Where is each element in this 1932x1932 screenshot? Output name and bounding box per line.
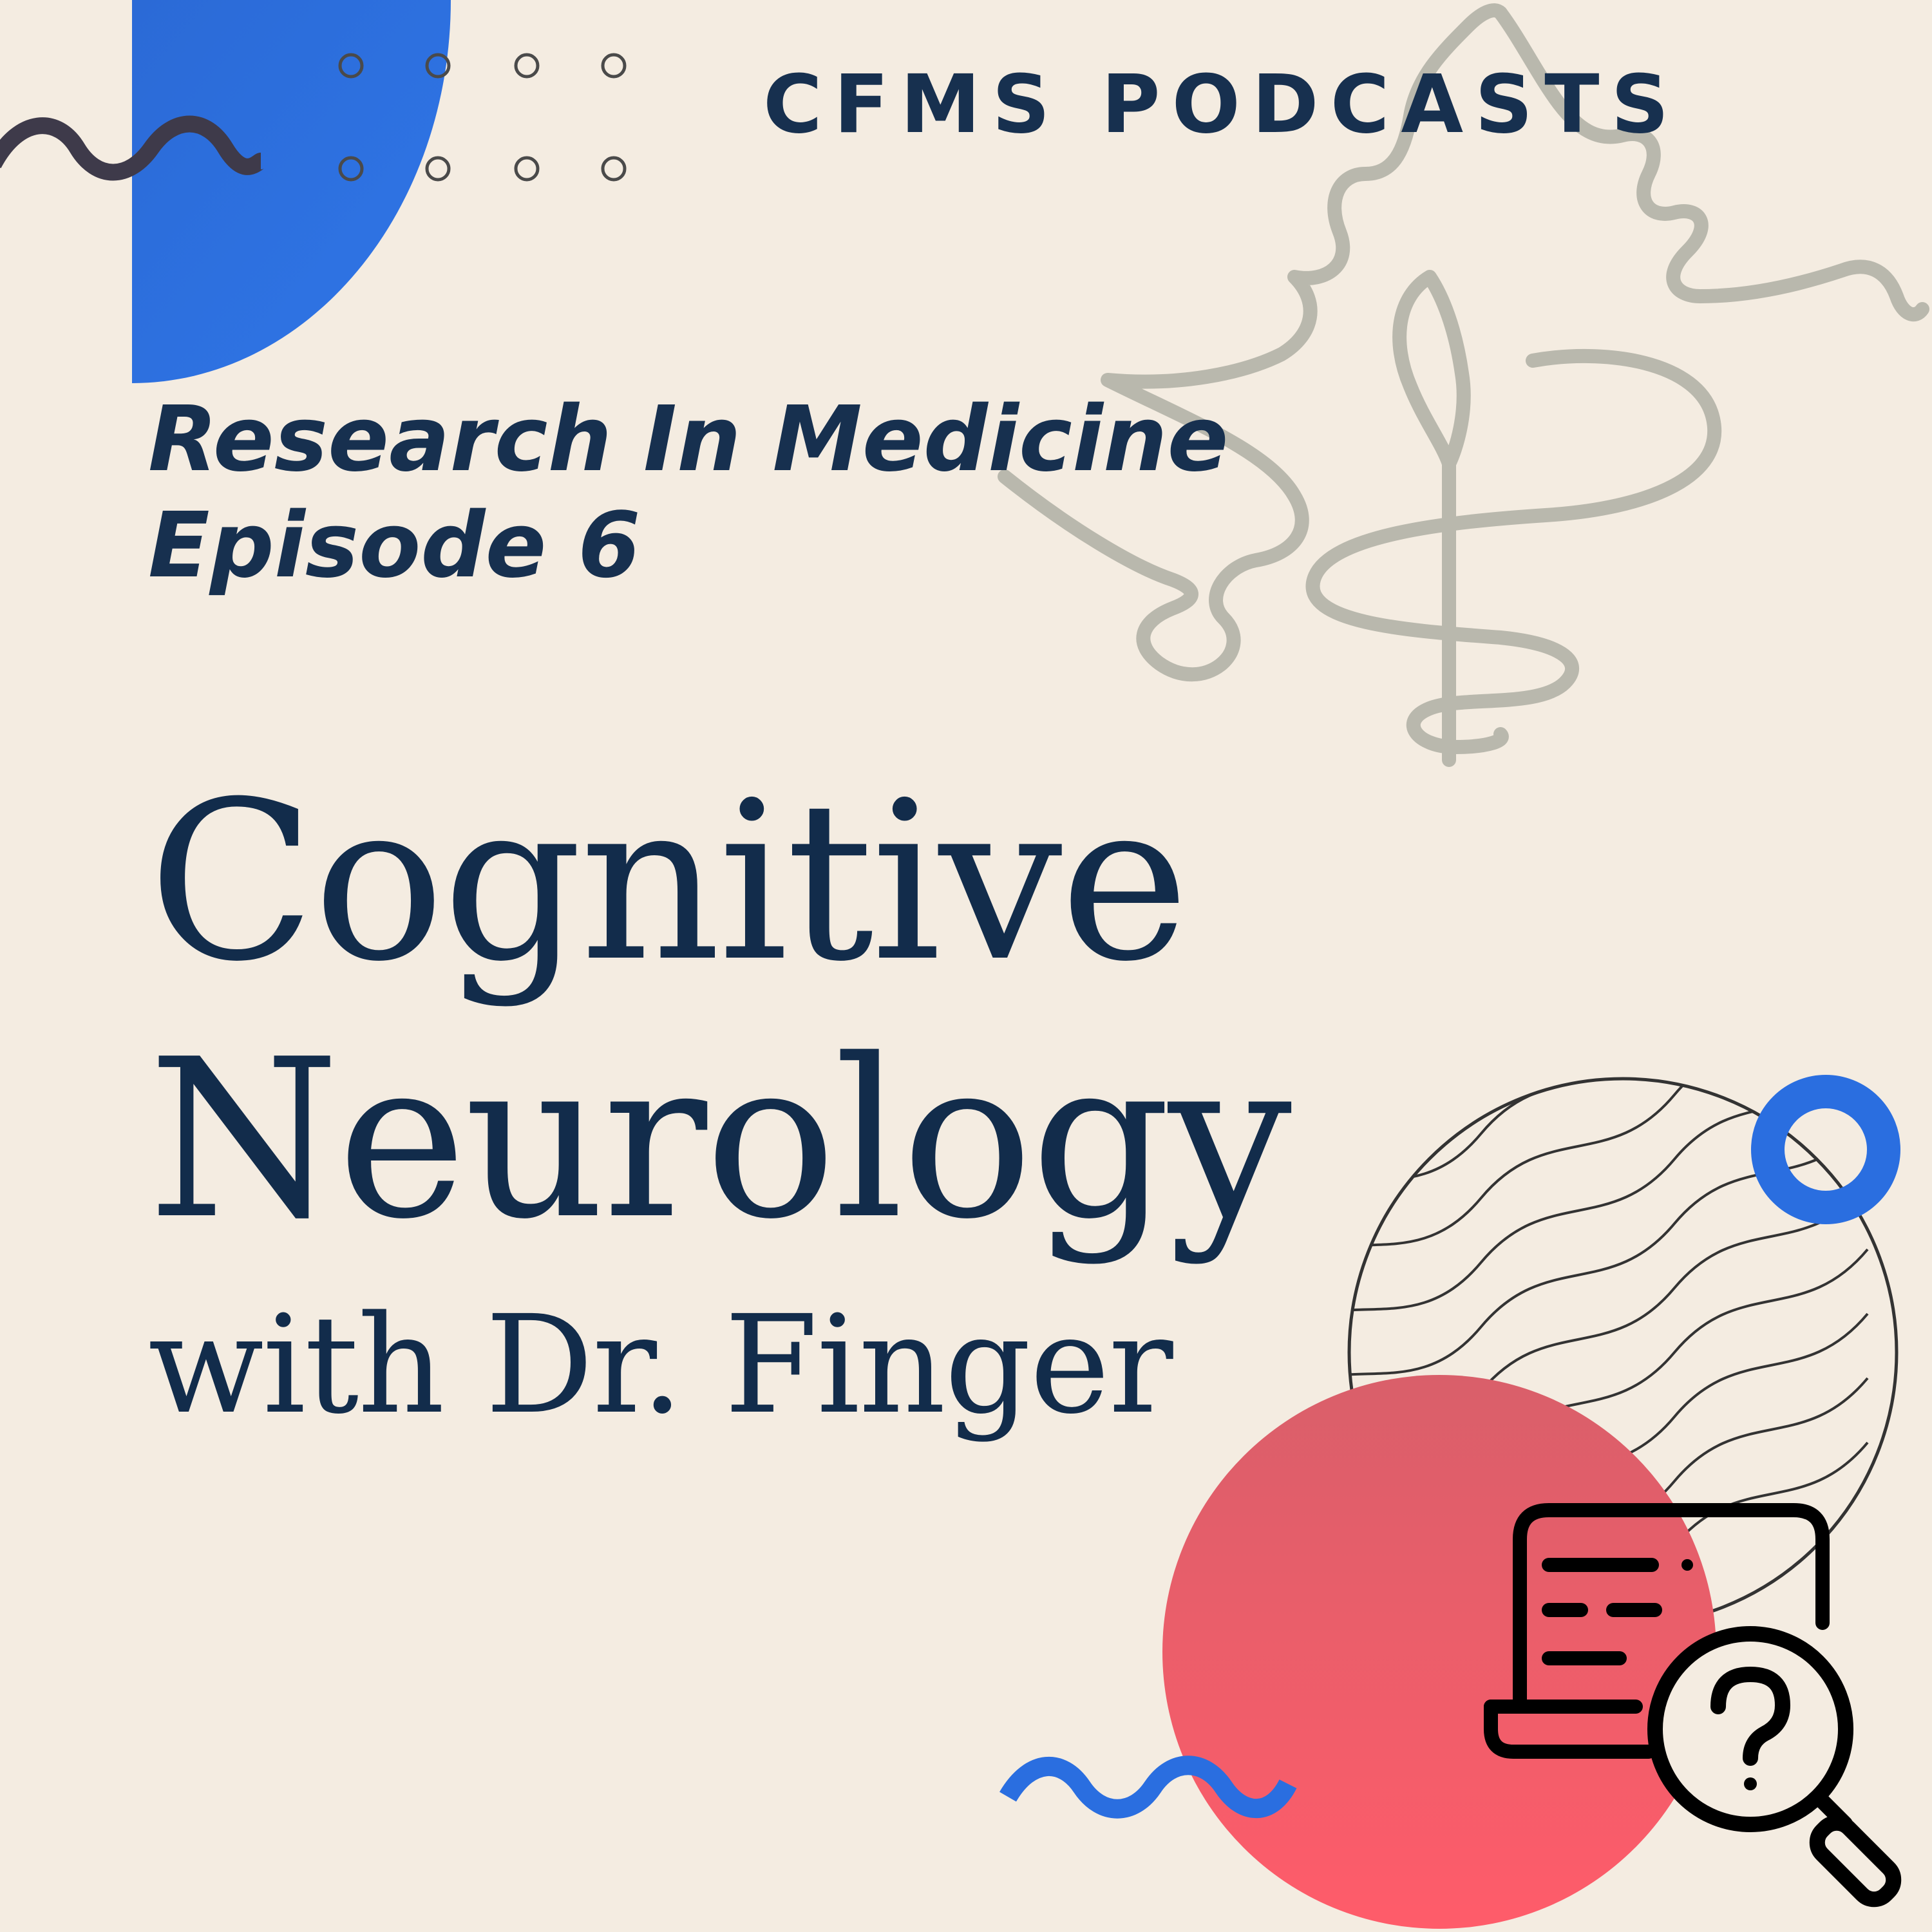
series-title: Research In Medicine (148, 387, 1229, 492)
episode-title-block: Cognitive Neurology with Dr. Finger (148, 753, 1292, 1449)
blue-ring-shape (1751, 1075, 1900, 1224)
episode-number: Episode 6 (148, 493, 641, 598)
dark-squiggle-shape (0, 115, 265, 181)
blue-semicircle-shape (132, 0, 451, 383)
magnifier-question-icon (1647, 1626, 1902, 1908)
blue-squiggle-shape (999, 1756, 1297, 1819)
episode-title-line-1: Cognitive (148, 755, 1189, 1010)
coral-circle-shape (1162, 1375, 1716, 1929)
dot-grid (338, 53, 627, 182)
guest-line: with Dr. Finger (148, 1286, 1173, 1444)
laptop-question-search-icon (1484, 1503, 1830, 1759)
episode-title-line-2: Neurology (148, 1012, 1292, 1267)
podcast-name: CFMS PODCASTS (763, 58, 1681, 151)
caduceus-icon (998, 3, 1929, 767)
series-heading: Research In Medicine Episode 6 (148, 386, 1229, 599)
